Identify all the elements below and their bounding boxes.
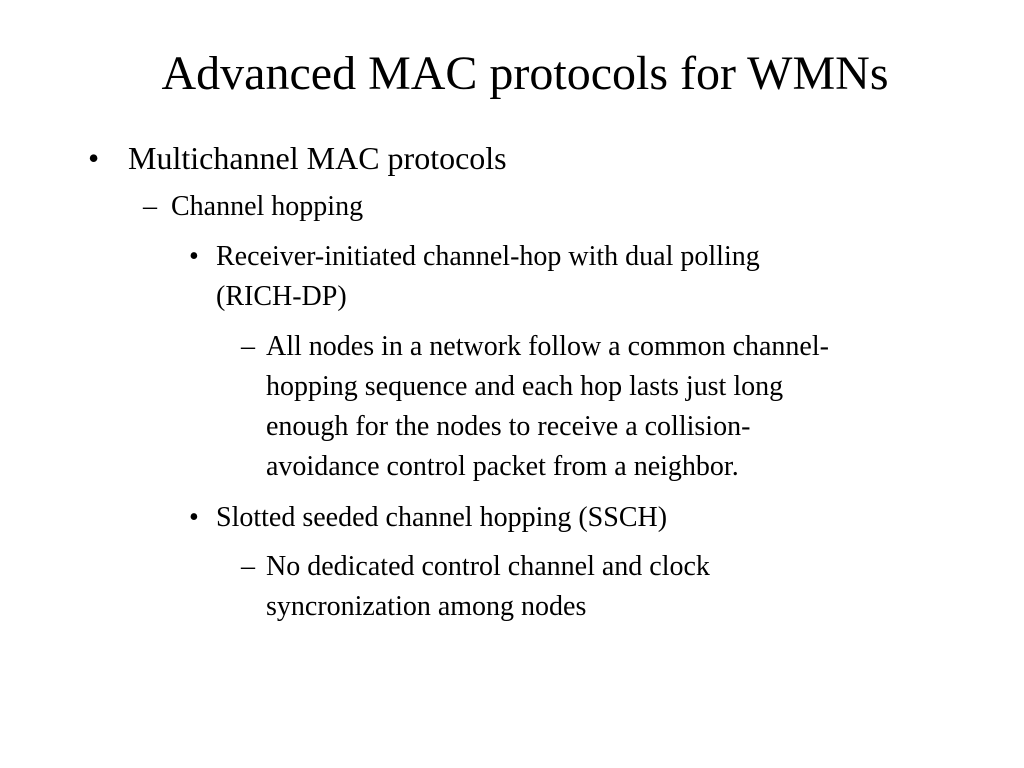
dash-marker: – <box>241 551 255 582</box>
dash-marker: – <box>143 191 157 222</box>
bullet-text-block: Slotted seeded channel hopping (SSCH) <box>216 498 667 538</box>
bullet-line: syncronization among nodes <box>266 591 587 622</box>
bullet-line: Slotted seeded channel hopping (SSCH) <box>216 502 668 533</box>
bullet-marker: • <box>189 241 199 272</box>
bullet-text-block: All nodes in a network follow a common c… <box>266 327 829 487</box>
bullet-line: enough for the nodes to receive a collis… <box>266 411 751 442</box>
bullet-marker: • <box>189 502 199 533</box>
dash-marker: – <box>241 331 255 362</box>
bullet-line: (RICH-DP) <box>216 281 347 312</box>
bullet-text-block: Receiver-initiated channel-hop with dual… <box>216 237 760 317</box>
bullet-text: Multichannel MAC protocols <box>128 140 507 176</box>
bullet-text: Channel hopping <box>171 191 364 222</box>
slide-title: Advanced MAC protocols for WMNs <box>161 47 889 100</box>
bullet-line: hopping sequence and each hop lasts just… <box>266 371 784 402</box>
bullet-line: All nodes in a network follow a common c… <box>266 331 829 362</box>
bullet-marker: • <box>88 140 100 176</box>
bullet-text-block: No dedicated control channel and clock s… <box>266 547 710 627</box>
bullet-line: avoidance control packet from a neighbor… <box>266 451 739 482</box>
bullet-line: Receiver-initiated channel-hop with dual… <box>216 241 760 272</box>
bullet-line: No dedicated control channel and clock <box>266 551 710 582</box>
